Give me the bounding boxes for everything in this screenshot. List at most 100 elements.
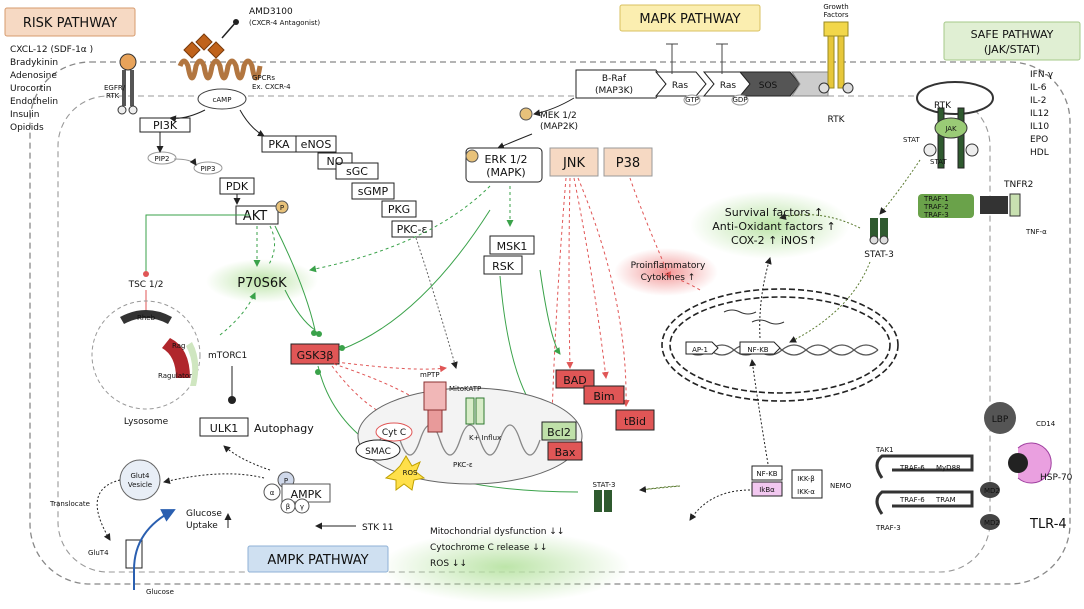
rtk-label: RTK: [828, 115, 846, 125]
no-node: NO: [327, 155, 344, 168]
mitokatp-label: MitoKATP: [449, 385, 481, 393]
k-influx-label: K+ Influx: [469, 434, 501, 442]
ampk-complex: [263, 471, 331, 514]
pkce-mito-label: PKC-ε: [453, 461, 473, 469]
msk1-node: MSK1: [497, 240, 528, 253]
cytc-node: Cyt C: [382, 428, 406, 438]
pka-node: PKA: [268, 138, 290, 151]
hsp70-label: HSP-70: [1040, 473, 1073, 483]
rsk-node: RSK: [492, 260, 515, 273]
braf-sublabel: (MAP3K): [595, 86, 633, 96]
traf6-label-upper: TRAF-6: [899, 464, 925, 472]
bim-node: Bim: [593, 390, 614, 403]
tak1-label: TAK1: [875, 446, 894, 454]
safe-pathway-title: SAFE PATHWAY: [971, 28, 1054, 41]
egfr-receptor-icon: [117, 53, 138, 115]
glut4-vesicle: [119, 459, 161, 501]
jnk-box: [549, 147, 599, 177]
tram-label: TRAM: [935, 496, 956, 504]
stat3-node: STAT-3: [864, 250, 894, 260]
sos-node: SOS: [759, 81, 778, 91]
sgmp-node: sGMP: [358, 185, 389, 198]
bcl2-node: Bcl2: [547, 426, 571, 439]
glut4-label: GluT4: [88, 549, 109, 557]
ap1-node: AP-1: [692, 346, 708, 354]
mitochondrion: [357, 387, 583, 485]
cox2-label: COX-2 ↑ iNOS↑: [731, 234, 817, 247]
risk-ligand: Bradykinin: [10, 58, 58, 68]
safe-ligands-list: IFN-γ IL-6 IL-2 IL12 IL10 EPO HDL: [1030, 70, 1054, 158]
tnfr2-label: TNFR2: [1003, 180, 1033, 190]
traf3-tlr-label: TRAF-3: [875, 524, 901, 532]
alpha-label: α: [270, 489, 275, 497]
p70s6k-node: P70S6K: [237, 276, 287, 291]
camp-label: cAMP: [213, 96, 232, 104]
ros-reduction-label: ROS ↓↓: [430, 559, 467, 569]
antioxidant-label: Anti-Oxidant factors ↑: [712, 220, 836, 233]
glucose-label: Glucose: [146, 588, 174, 596]
pka-cascade: [261, 135, 433, 238]
safe-ligand: HDL: [1030, 148, 1049, 158]
tbid-node: tBid: [624, 415, 646, 428]
nfkb-nuclear-node: NF-KB: [747, 346, 768, 354]
akt-node: AKT: [243, 209, 267, 224]
safe-pathway-subtitle: (JAK/STAT): [984, 43, 1040, 56]
gdp-label: GDP: [732, 96, 747, 104]
ikba-node: IkBα: [759, 486, 775, 494]
traf2-label: TRAF-2: [923, 203, 949, 211]
risk-ligand: Insulin: [10, 110, 39, 120]
nemo-node: NEMO: [830, 482, 852, 490]
vesicle-label: Vesicle: [128, 481, 152, 489]
mapk-pathway-title: MAPK PATHWAY: [639, 12, 740, 27]
md2-label-upper: MD2: [984, 487, 1000, 495]
safe-ligand: IL-6: [1030, 83, 1047, 93]
risk-pathway-box: [4, 7, 136, 37]
ulk1-node: ULK1: [210, 422, 238, 435]
rtk-growth-receptor-icon: [818, 21, 854, 94]
ras-node-left: Ras: [672, 81, 689, 91]
traf6-label-lower: TRAF-6: [899, 496, 925, 504]
cd14-label: CD14: [1036, 420, 1056, 428]
cytokines-label: Cytokines ↑: [641, 273, 696, 283]
ampk-node: AMPK: [291, 488, 323, 501]
smac-node: SMAC: [365, 447, 391, 457]
lysosome-label: Lysosome: [124, 417, 169, 427]
p38-node: P38: [616, 156, 640, 171]
proinflammatory-label: Proinflammatory: [631, 261, 706, 271]
erk-sublabel: (MAPK): [486, 166, 525, 179]
tsc-node: TSC 1/2: [128, 280, 164, 290]
nfkb-cytoplasm-node: NF-KB: [756, 470, 777, 478]
pdk-node: PDK: [226, 180, 249, 193]
risk-ligand: Opioids: [10, 123, 44, 133]
rag-label: Rag: [172, 342, 185, 350]
gtp-label: GTP: [685, 96, 699, 104]
gsk3b-node: GSK3β: [297, 349, 334, 362]
mapk-pathway-box: [619, 4, 761, 32]
myd88-label: MyD88: [936, 464, 960, 472]
safe-ligand: IL12: [1030, 109, 1049, 119]
risk-pathway-title: RISK PATHWAY: [23, 16, 117, 31]
autophagy-label: Autophagy: [254, 422, 314, 435]
amd3100-sublabel: (CXCR-4 Antagonist): [249, 19, 320, 27]
translocate-label: Translocate: [49, 500, 90, 508]
survival-factors-label: Survival factors ↑: [725, 206, 824, 219]
lysosome-membrane: [91, 300, 201, 410]
mek-sublabel: (MAP2K): [540, 122, 578, 132]
gpcrs-label: GPCRs: [252, 74, 275, 82]
jnk-node: JNK: [562, 156, 586, 171]
risk-ligand: Adenosine: [10, 71, 57, 81]
safe-ligand: EPO: [1030, 135, 1048, 145]
ras-node-right: Ras: [720, 81, 737, 91]
ragulator-label: Ragulator: [158, 372, 192, 380]
stat3-lower-node: STAT-3: [592, 481, 615, 489]
amd3100-label: AMD3100: [249, 7, 293, 17]
risk-ligand: Urocortin: [10, 84, 51, 94]
egfr-rtk-label: RTK: [106, 92, 120, 100]
tnfa-label: TNF-α: [1025, 228, 1047, 236]
phospho-icon: P: [280, 204, 284, 212]
safe-pathway-box: [943, 21, 1081, 61]
safe-ligand: IL10: [1030, 122, 1049, 132]
ikka-node: IKK-α: [797, 488, 815, 496]
braf-node: B-Raf: [602, 74, 627, 84]
pkg-node: PKG: [388, 203, 410, 216]
